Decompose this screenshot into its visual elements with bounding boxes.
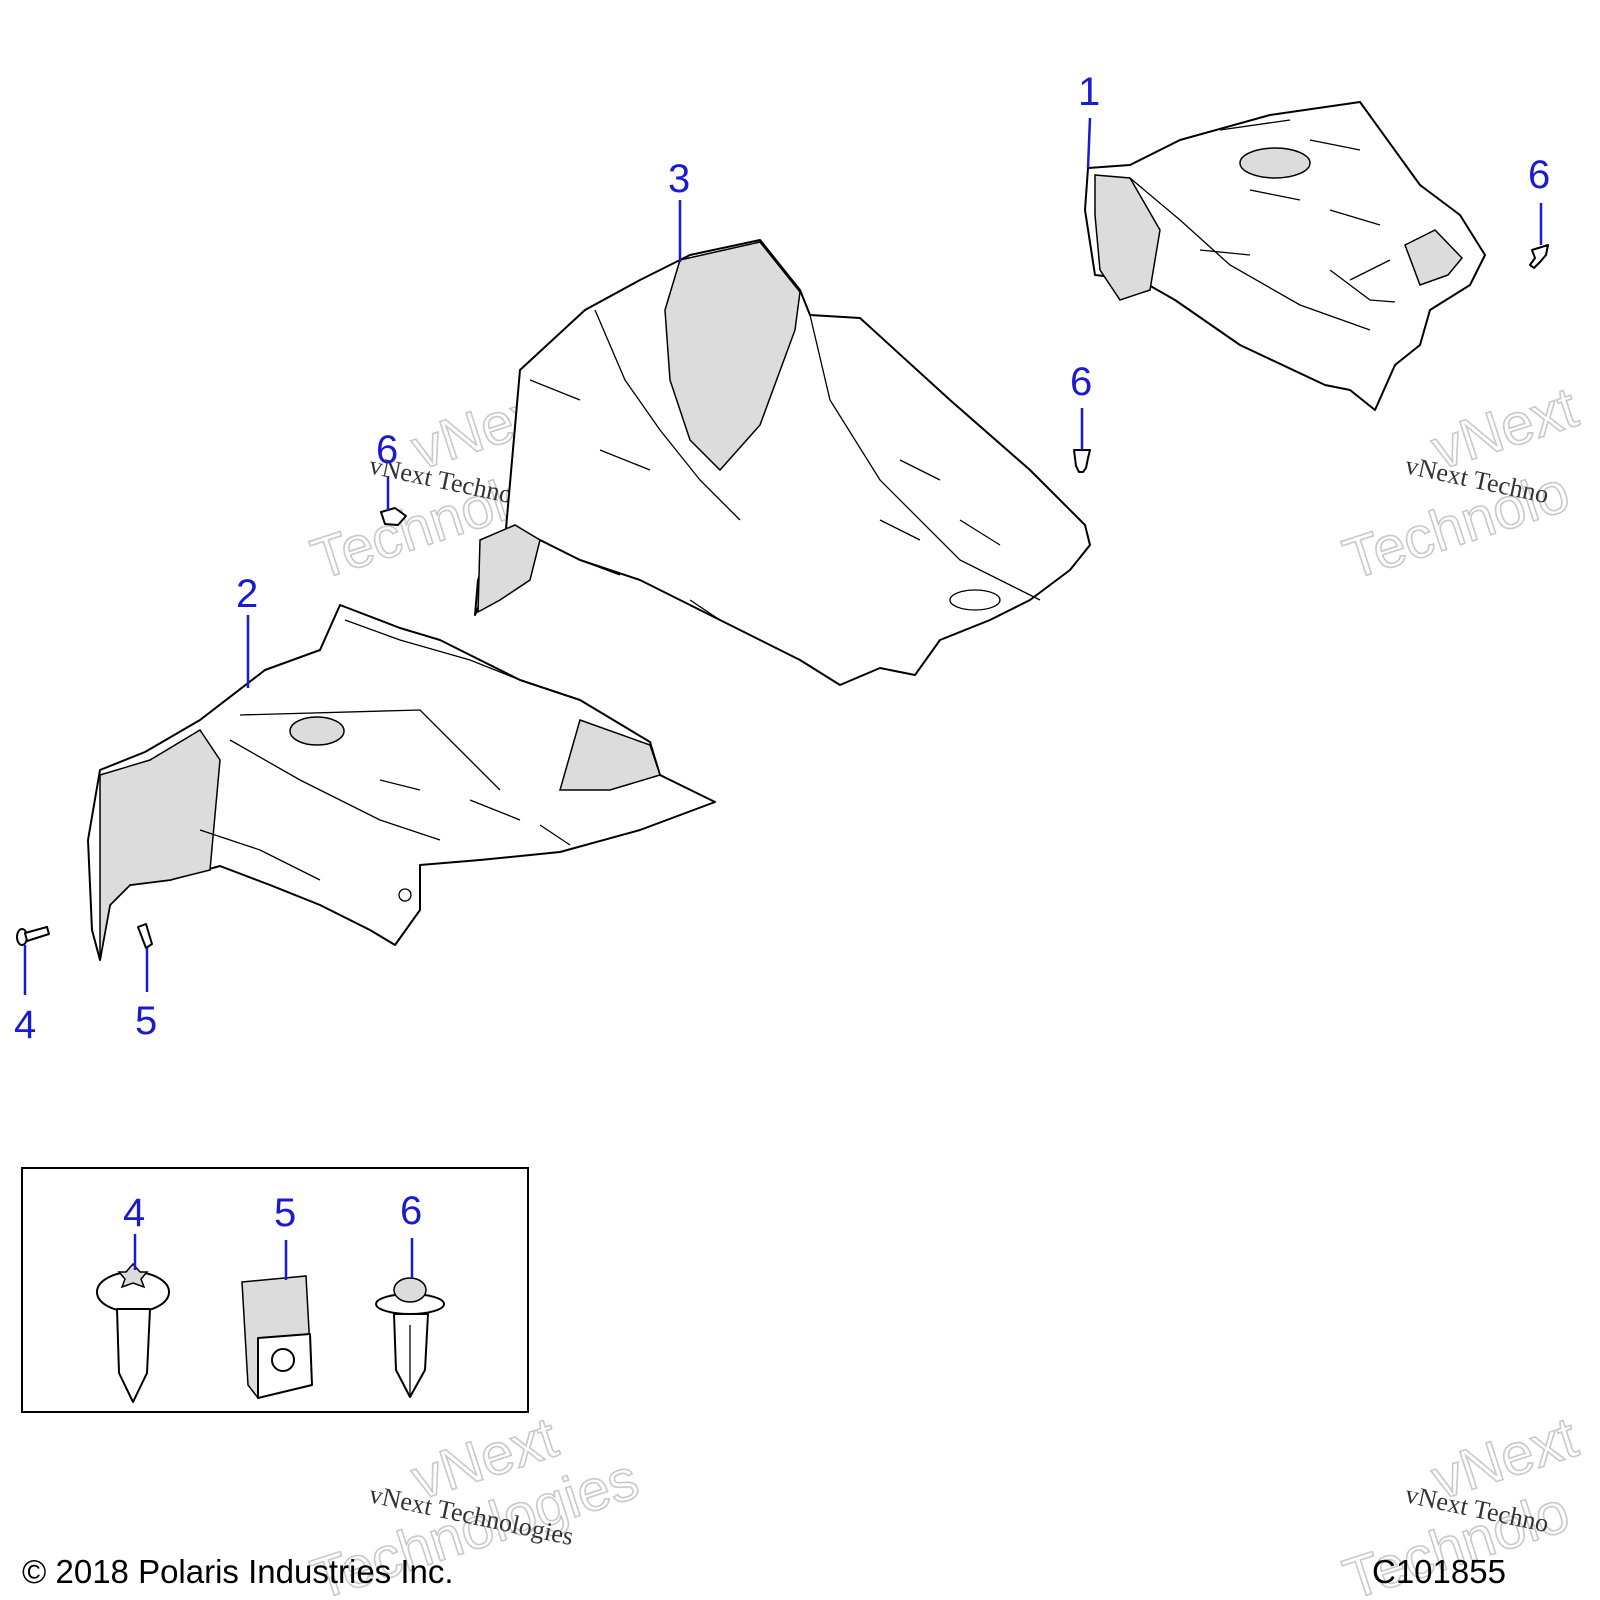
part-2-panel: 2 [87,572,716,961]
rivet-6-mid-label: 6 [1070,360,1092,404]
screw-4-label: 4 [14,1003,36,1047]
part-1-panel: 1 [1078,70,1486,411]
inset-screw-4-label: 4 [123,1191,145,1235]
rivet-6-top-right-label: 6 [1528,153,1550,197]
inset-rivet-6-label: 6 [400,1189,422,1233]
copyright-text: © 2018 Polaris Industries Inc. [22,1553,454,1590]
fastener-inset-box: 4 5 6 [21,1167,529,1413]
inset-screw-4: 4 [96,1191,170,1403]
clip-5: 5 [135,923,157,1043]
part-3-label: 3 [668,157,690,201]
screw-4: 4 [14,926,50,1047]
inset-rivet-6: 6 [375,1189,445,1398]
rivet-6-left: 6 [376,428,407,526]
diagram-id: C101855 [1372,1553,1506,1590]
part-1-label: 1 [1078,70,1100,114]
inset-clip-5: 5 [241,1191,313,1399]
part-3-panel: 3 [474,157,1091,686]
part-2-label: 2 [236,572,258,616]
part-1-leader [1086,117,1092,169]
clip-5-label: 5 [135,999,157,1043]
rivet-6-mid: 6 [1070,360,1092,473]
rivet-6-left-label: 6 [376,428,398,472]
rivet-6-top-right: 6 [1528,153,1550,269]
inset-clip-5-label: 5 [274,1191,296,1235]
